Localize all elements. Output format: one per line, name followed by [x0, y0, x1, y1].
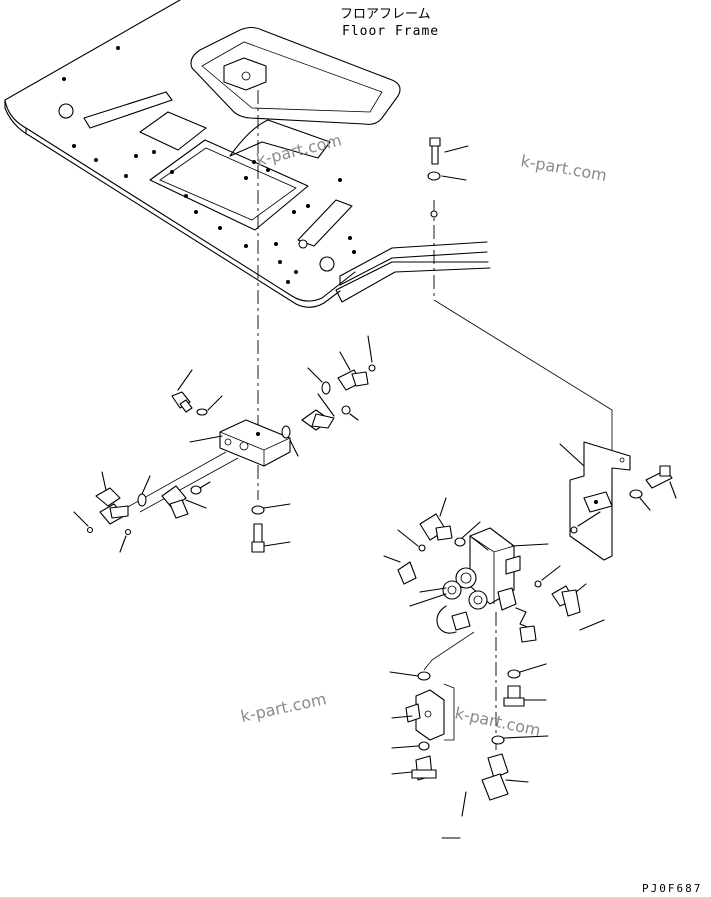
- title-english: Floor Frame: [342, 24, 439, 39]
- relief-valve: [391, 683, 455, 741]
- valve-assembly: [409, 527, 549, 643]
- plug-mid-left: [161, 485, 207, 519]
- o-ring-upper: [430, 210, 438, 218]
- fitting-upper-right: [337, 351, 369, 391]
- title-japanese: フロアフレーム: [340, 7, 431, 22]
- watermark: k-part.com: [254, 130, 343, 170]
- fitting-center: [301, 393, 335, 431]
- bracket: [559, 441, 631, 561]
- bolt-bracket: [645, 465, 677, 499]
- elbow-lower: [481, 753, 529, 801]
- o-ring-j: [491, 735, 505, 745]
- adapter-right: [503, 685, 547, 707]
- drawing-code: PJ0F687: [642, 882, 702, 895]
- watermark: k-part.com: [453, 703, 542, 740]
- plug-lower-left: [391, 755, 437, 781]
- o-ring-d: [137, 493, 147, 507]
- junction-block: [189, 419, 291, 467]
- watermark: k-part.com: [239, 689, 328, 726]
- o-ring-c: [321, 381, 331, 395]
- washer-upper: [427, 171, 467, 181]
- floor-frame: [4, 0, 491, 308]
- o-ring-b: [281, 425, 291, 439]
- bolt-lower: [251, 523, 291, 553]
- watermark: k-part.com: [519, 151, 608, 185]
- elbow-left: [95, 471, 129, 525]
- pressure-switch: [419, 497, 453, 541]
- bolt-upper: [429, 137, 469, 165]
- elbow-right: [551, 583, 587, 617]
- fitting-valve-left: [383, 555, 417, 585]
- o-ring-h: [418, 741, 430, 751]
- o-ring-e: [190, 485, 202, 495]
- washer-lower: [251, 505, 265, 515]
- o-ring-g: [417, 671, 431, 681]
- o-ring-i: [507, 669, 521, 679]
- washer-bracket: [629, 489, 643, 499]
- o-ring-f: [454, 537, 466, 547]
- o-ring-a: [196, 408, 208, 416]
- plug-left: [171, 369, 193, 413]
